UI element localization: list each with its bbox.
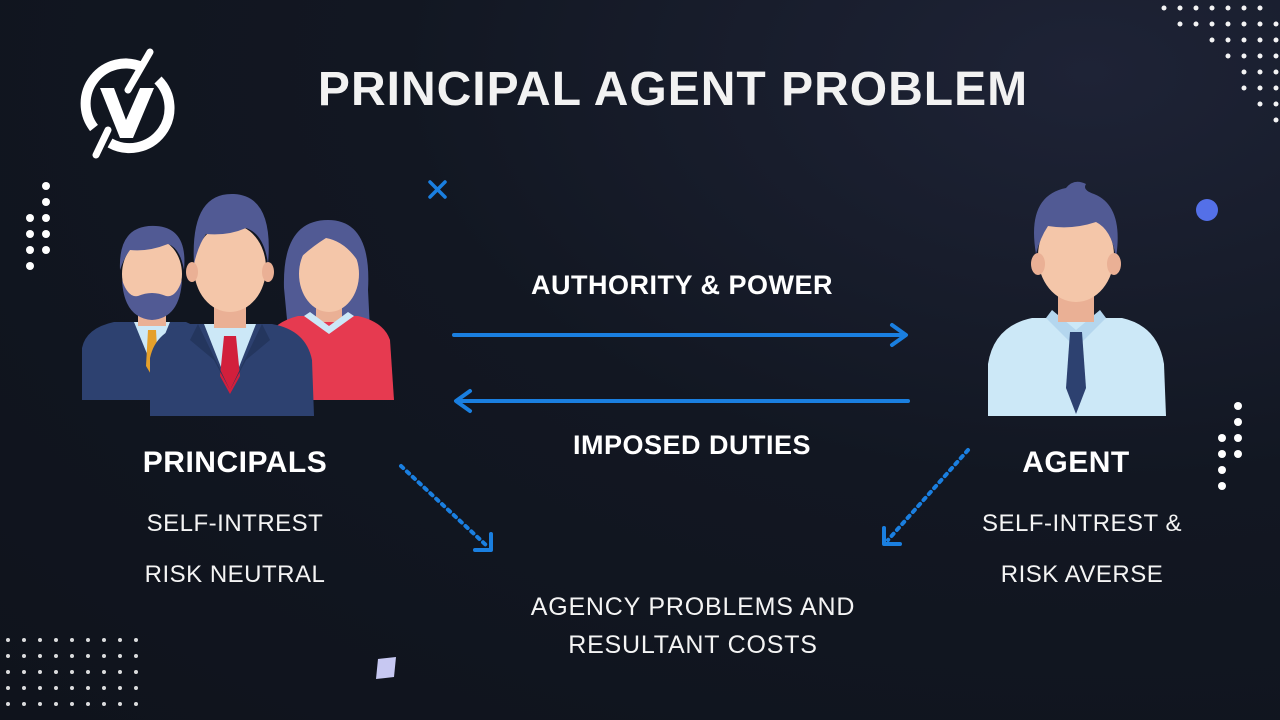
principals-trait-self-interest: SELF-INTREST	[146, 510, 324, 537]
authority-power-label: AUTHORITY & POWER	[530, 270, 833, 300]
principals-trait-risk-neutral: RISK NEUTRAL	[144, 561, 326, 588]
principals-to-costs-arrow	[399, 464, 493, 552]
page-title: PRINCIPAL AGENT PROBLEM	[317, 63, 1029, 116]
x-mark-icon	[428, 180, 447, 199]
logo-icon	[80, 48, 175, 159]
duties-arrow	[454, 389, 910, 413]
agency-costs-line-2: RESULTANT COSTS	[568, 631, 818, 659]
agent-trait-self-interest: SELF-INTREST &	[982, 510, 1182, 537]
agent-person-icon	[988, 181, 1166, 416]
principals-group-icon	[82, 193, 394, 416]
imposed-duties-label: IMPOSED DUTIES	[572, 430, 812, 460]
authority-arrow	[452, 323, 908, 347]
agency-costs-line-1: AGENCY PROBLEMS AND	[530, 593, 856, 621]
agent-to-costs-arrow	[882, 448, 970, 546]
diamond-icon	[376, 657, 396, 679]
agency-costs-text: AGENCY PROBLEMS AND RESULTANT COSTS	[493, 588, 893, 664]
dot-icon	[1196, 199, 1218, 221]
agent-trait-risk-averse: RISK AVERSE	[1000, 561, 1164, 588]
agent-heading: AGENT	[1022, 446, 1130, 479]
principals-heading: PRINCIPALS	[142, 446, 328, 479]
